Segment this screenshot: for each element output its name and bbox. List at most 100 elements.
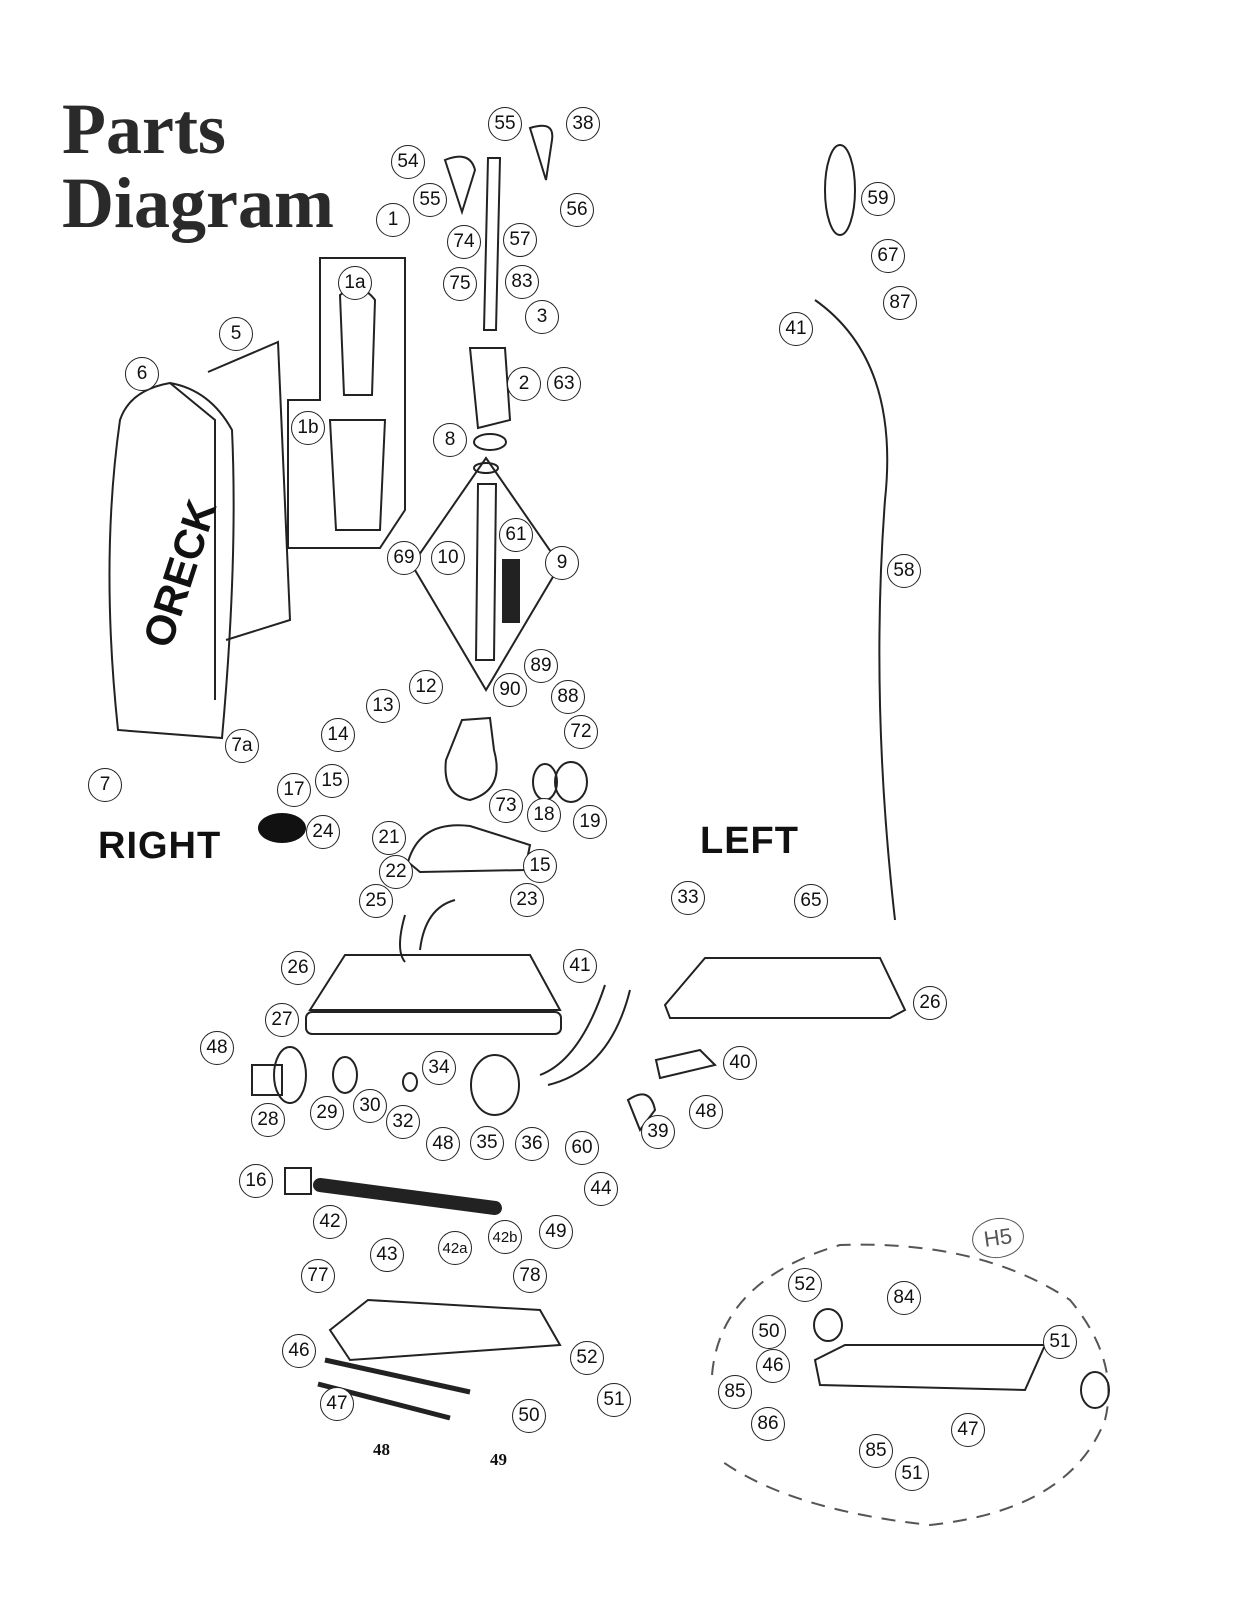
callout-19: 19 <box>573 805 607 839</box>
callout-46: 46 <box>282 1334 316 1368</box>
callout-51: 51 <box>597 1383 631 1417</box>
callout-84: 84 <box>887 1281 921 1315</box>
callout-50: 50 <box>512 1399 546 1433</box>
callout-7a: 7a <box>225 729 259 763</box>
callout-41: 41 <box>563 949 597 983</box>
side-label-right: RIGHT <box>98 825 222 867</box>
callout-54: 54 <box>391 145 425 179</box>
callout-26: 26 <box>281 951 315 985</box>
callout-88: 88 <box>551 680 585 714</box>
callout-17: 17 <box>277 773 311 807</box>
callout-39: 39 <box>641 1115 675 1149</box>
brand-lettering: ORECK <box>134 494 226 653</box>
callout-56: 56 <box>560 193 594 227</box>
callout-13: 13 <box>366 689 400 723</box>
hs-boundary <box>711 1243 1110 1527</box>
callout-29: 29 <box>310 1096 344 1130</box>
callout-23: 23 <box>510 883 544 917</box>
callout-48: 48 <box>426 1127 460 1161</box>
callout-3: 3 <box>525 300 559 334</box>
callout-51: 51 <box>895 1457 929 1491</box>
callout-48: 48 <box>200 1031 234 1065</box>
callout-32: 32 <box>386 1105 420 1139</box>
callout-7: 7 <box>88 768 122 802</box>
callout-34: 34 <box>422 1051 456 1085</box>
callout-50: 50 <box>752 1315 786 1349</box>
callout-89: 89 <box>524 649 558 683</box>
callout-41: 41 <box>779 312 813 346</box>
callout-55: 55 <box>413 183 447 217</box>
callout-33: 33 <box>671 881 705 915</box>
callout-15: 15 <box>523 849 557 883</box>
callout-87: 87 <box>883 286 917 320</box>
callout-8: 8 <box>433 423 467 457</box>
callout-15: 15 <box>315 764 349 798</box>
bracket-box-1 <box>287 257 406 549</box>
callout-63: 63 <box>547 367 581 401</box>
callout-27: 27 <box>265 1003 299 1037</box>
callout-46: 46 <box>756 1349 790 1383</box>
callout-42a: 42a <box>438 1231 472 1265</box>
callout-67: 67 <box>871 239 905 273</box>
cover-21 <box>406 824 532 874</box>
callout-26: 26 <box>913 986 947 1020</box>
callout-86: 86 <box>751 1407 785 1441</box>
callout-69: 69 <box>387 541 421 575</box>
callout-85: 85 <box>859 1434 893 1468</box>
callout-58: 58 <box>887 554 921 588</box>
callout-65: 65 <box>794 884 828 918</box>
callout-75: 75 <box>443 267 477 301</box>
callout-18: 18 <box>527 798 561 832</box>
callout-35: 35 <box>470 1126 504 1160</box>
plain-label: 49 <box>490 1450 507 1469</box>
callout-44: 44 <box>584 1172 618 1206</box>
callout-21: 21 <box>372 821 406 855</box>
inner-bag <box>207 340 292 641</box>
callout-73: 73 <box>489 789 523 823</box>
outer-bag <box>108 381 235 740</box>
callout-77: 77 <box>301 1259 335 1293</box>
callout-42b: 42b <box>488 1220 522 1254</box>
power-cord <box>814 299 896 921</box>
callout-9: 9 <box>545 546 579 580</box>
callout-72: 72 <box>564 715 598 749</box>
callout-55: 55 <box>488 107 522 141</box>
callout-28: 28 <box>251 1103 285 1137</box>
callout-42: 42 <box>313 1205 347 1239</box>
callout-60: 60 <box>565 1131 599 1165</box>
callout-10: 10 <box>431 541 465 575</box>
callout-12: 12 <box>409 670 443 704</box>
callout-38: 38 <box>566 107 600 141</box>
callout-2: 2 <box>507 367 541 401</box>
page-title: Parts Diagram <box>62 89 334 243</box>
brushroll <box>313 1178 502 1215</box>
handle-tube <box>482 157 502 331</box>
callout-40: 40 <box>723 1046 757 1080</box>
callout-52: 52 <box>570 1341 604 1375</box>
callout-22: 22 <box>379 855 413 889</box>
callout-24: 24 <box>306 815 340 849</box>
callout-5: 5 <box>219 317 253 351</box>
callout-30: 30 <box>353 1089 387 1123</box>
callout-14: 14 <box>321 718 355 752</box>
callout-16: 16 <box>239 1164 273 1198</box>
callout-47: 47 <box>320 1387 354 1421</box>
housing-right <box>308 954 562 1011</box>
callout-74: 74 <box>447 225 481 259</box>
base-plate <box>328 1298 562 1362</box>
callout-78: 78 <box>513 1259 547 1293</box>
callout-59: 59 <box>861 182 895 216</box>
callout-61: 61 <box>499 518 533 552</box>
callout-43: 43 <box>370 1238 404 1272</box>
callout-57: 57 <box>503 223 537 257</box>
housing-left <box>663 957 907 1019</box>
callout-48: 48 <box>689 1095 723 1129</box>
tube-diamond <box>410 456 562 692</box>
callout-83: 83 <box>505 265 539 299</box>
callout-85: 85 <box>718 1375 752 1409</box>
callout-47: 47 <box>951 1413 985 1447</box>
callout-25: 25 <box>359 884 393 918</box>
callout-1: 1 <box>376 203 410 237</box>
